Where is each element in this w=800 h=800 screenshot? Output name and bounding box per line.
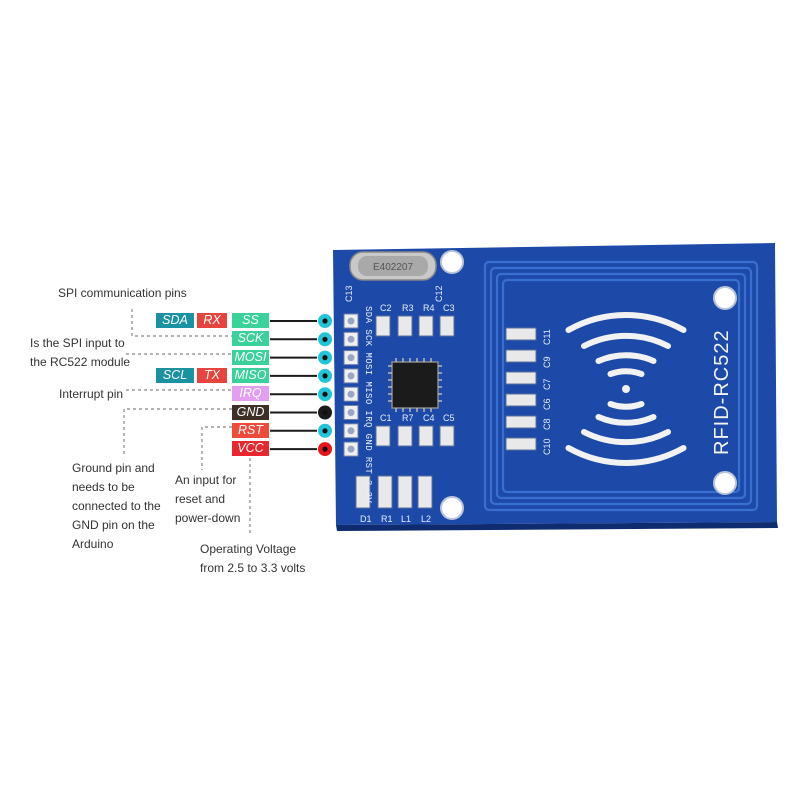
label-c6: C6 <box>542 398 552 410</box>
label-c3: C3 <box>443 303 455 313</box>
pin-alt-tag-tx: TX <box>197 367 227 383</box>
label-c4: C4 <box>423 413 435 423</box>
rc522-board: RFID-RC522 E402207 C13 C12 C2 R3 R4 C3 C… <box>333 243 778 531</box>
pin-alt-tag-sda: SDA <box>156 313 194 328</box>
label-c10: C10 <box>542 438 552 455</box>
smd-right-column <box>505 327 537 451</box>
label-d1: D1 <box>360 514 372 524</box>
header-hole-gnd <box>347 409 355 416</box>
pin-alt-tag-scl: SCL <box>156 367 194 383</box>
board-model-text: RFID-RC522 <box>711 329 733 455</box>
smd-top-row <box>375 315 455 447</box>
annotation-mosi-line1: Is the SPI input to <box>30 336 125 350</box>
mounting-hole-bottom-left <box>440 496 464 520</box>
label-c13: C13 <box>344 285 354 302</box>
header-pin-labels: SDA SCK MOSI MISO IRQ GND RST 3.3V <box>363 306 373 503</box>
pin-tag-vcc: VCC <box>232 441 269 457</box>
mfrc522-chip <box>388 358 442 412</box>
header-hole-irq <box>347 390 355 398</box>
mounting-hole-top-left <box>440 250 464 274</box>
label-c12: C12 <box>434 285 444 302</box>
leader-spi <box>131 309 232 337</box>
annotation-rst-line1: An input for <box>175 473 237 487</box>
pin-dot-center-rst <box>322 428 328 434</box>
mounting-holes <box>440 250 737 520</box>
label-c11: C11 <box>542 329 552 345</box>
header-hole-rst <box>347 427 355 435</box>
pin-tag-rst: RST <box>232 422 269 438</box>
pin-tag-sck: SCK <box>232 331 269 347</box>
pin-dot-center-ss <box>322 318 328 324</box>
header-hole-sck <box>347 335 355 343</box>
label-l2: L2 <box>421 514 431 524</box>
pin-alt-tag-rx: RX <box>197 313 227 328</box>
annotation-rst: An input for reset and power-down <box>175 471 240 528</box>
leader-rst <box>201 426 232 470</box>
label-r4: R4 <box>423 303 435 313</box>
pin-dot-center-irq <box>322 391 328 397</box>
rfid-wave-logo <box>565 312 687 466</box>
pin-tag-irq: IRQ <box>232 386 269 402</box>
label-c8: C8 <box>542 418 552 430</box>
pin-dot-center-vcc <box>322 446 328 452</box>
label-c9: C9 <box>542 356 552 368</box>
annotation-gnd-line2: needs to be <box>72 480 135 494</box>
pin-dot-center-gnd <box>322 409 328 416</box>
annotation-mosi: Is the SPI input to the RC522 module <box>30 334 130 372</box>
annotation-irq: Interrupt pin <box>59 387 124 401</box>
pin-connections <box>270 313 359 458</box>
antenna-coil <box>483 260 759 512</box>
crystal-oscillator: E402207 <box>349 251 437 281</box>
pin-tag-ss: SS <box>232 313 269 328</box>
annotation-rst-line3: power-down <box>175 511 241 525</box>
annotation-rst-line2: reset and <box>175 492 226 506</box>
label-c7: C7 <box>542 378 552 390</box>
annotation-gnd-line5: Arduino <box>72 537 114 551</box>
label-r3: R3 <box>402 303 414 313</box>
annotation-vcc-line1: Operating Voltage <box>200 542 297 556</box>
annotation-mosi-line2: the RC522 module <box>30 355 131 369</box>
pin-tag-mosi: MOSI <box>232 349 269 365</box>
mounting-hole-bottom-right <box>713 471 737 495</box>
annotation-gnd-line1: Ground pin and <box>72 461 155 475</box>
header-hole-mosi <box>347 354 355 362</box>
header-hole-ss <box>347 317 355 325</box>
annotation-gnd-line4: GND pin on the <box>72 518 155 532</box>
smd-bottom-row <box>355 475 433 509</box>
label-l1: L1 <box>401 514 411 524</box>
annotation-gnd-line3: connected to the <box>72 499 161 513</box>
pin-tag-miso: MISO <box>232 367 269 383</box>
pin-dot-center-mosi <box>322 355 328 361</box>
pin-dot-center-sck <box>322 336 328 342</box>
mounting-hole-top-right <box>713 286 737 310</box>
annotation-gnd: Ground pin and needs to be connected to … <box>72 459 161 554</box>
label-c5: C5 <box>443 413 455 423</box>
leader-gnd <box>123 408 232 455</box>
pin-tag-gnd: GND <box>232 404 269 420</box>
pin-dot-center-miso <box>322 373 328 379</box>
annotation-vcc-line2: from 2.5 to 3.3 volts <box>200 561 306 575</box>
label-r1: R1 <box>381 514 393 524</box>
crystal-text: E402207 <box>373 262 413 273</box>
annotation-vcc: Operating Voltage from 2.5 to 3.3 volts <box>200 540 305 578</box>
label-c2: C2 <box>380 303 392 313</box>
annotation-spi: SPI communication pins <box>58 286 187 300</box>
label-r7: R7 <box>402 413 414 423</box>
header-hole-vcc <box>347 445 355 453</box>
label-c1: C1 <box>380 413 392 423</box>
annotation-leaders <box>123 309 251 535</box>
board-edge-shade <box>336 522 778 531</box>
header-hole-miso <box>347 372 355 380</box>
